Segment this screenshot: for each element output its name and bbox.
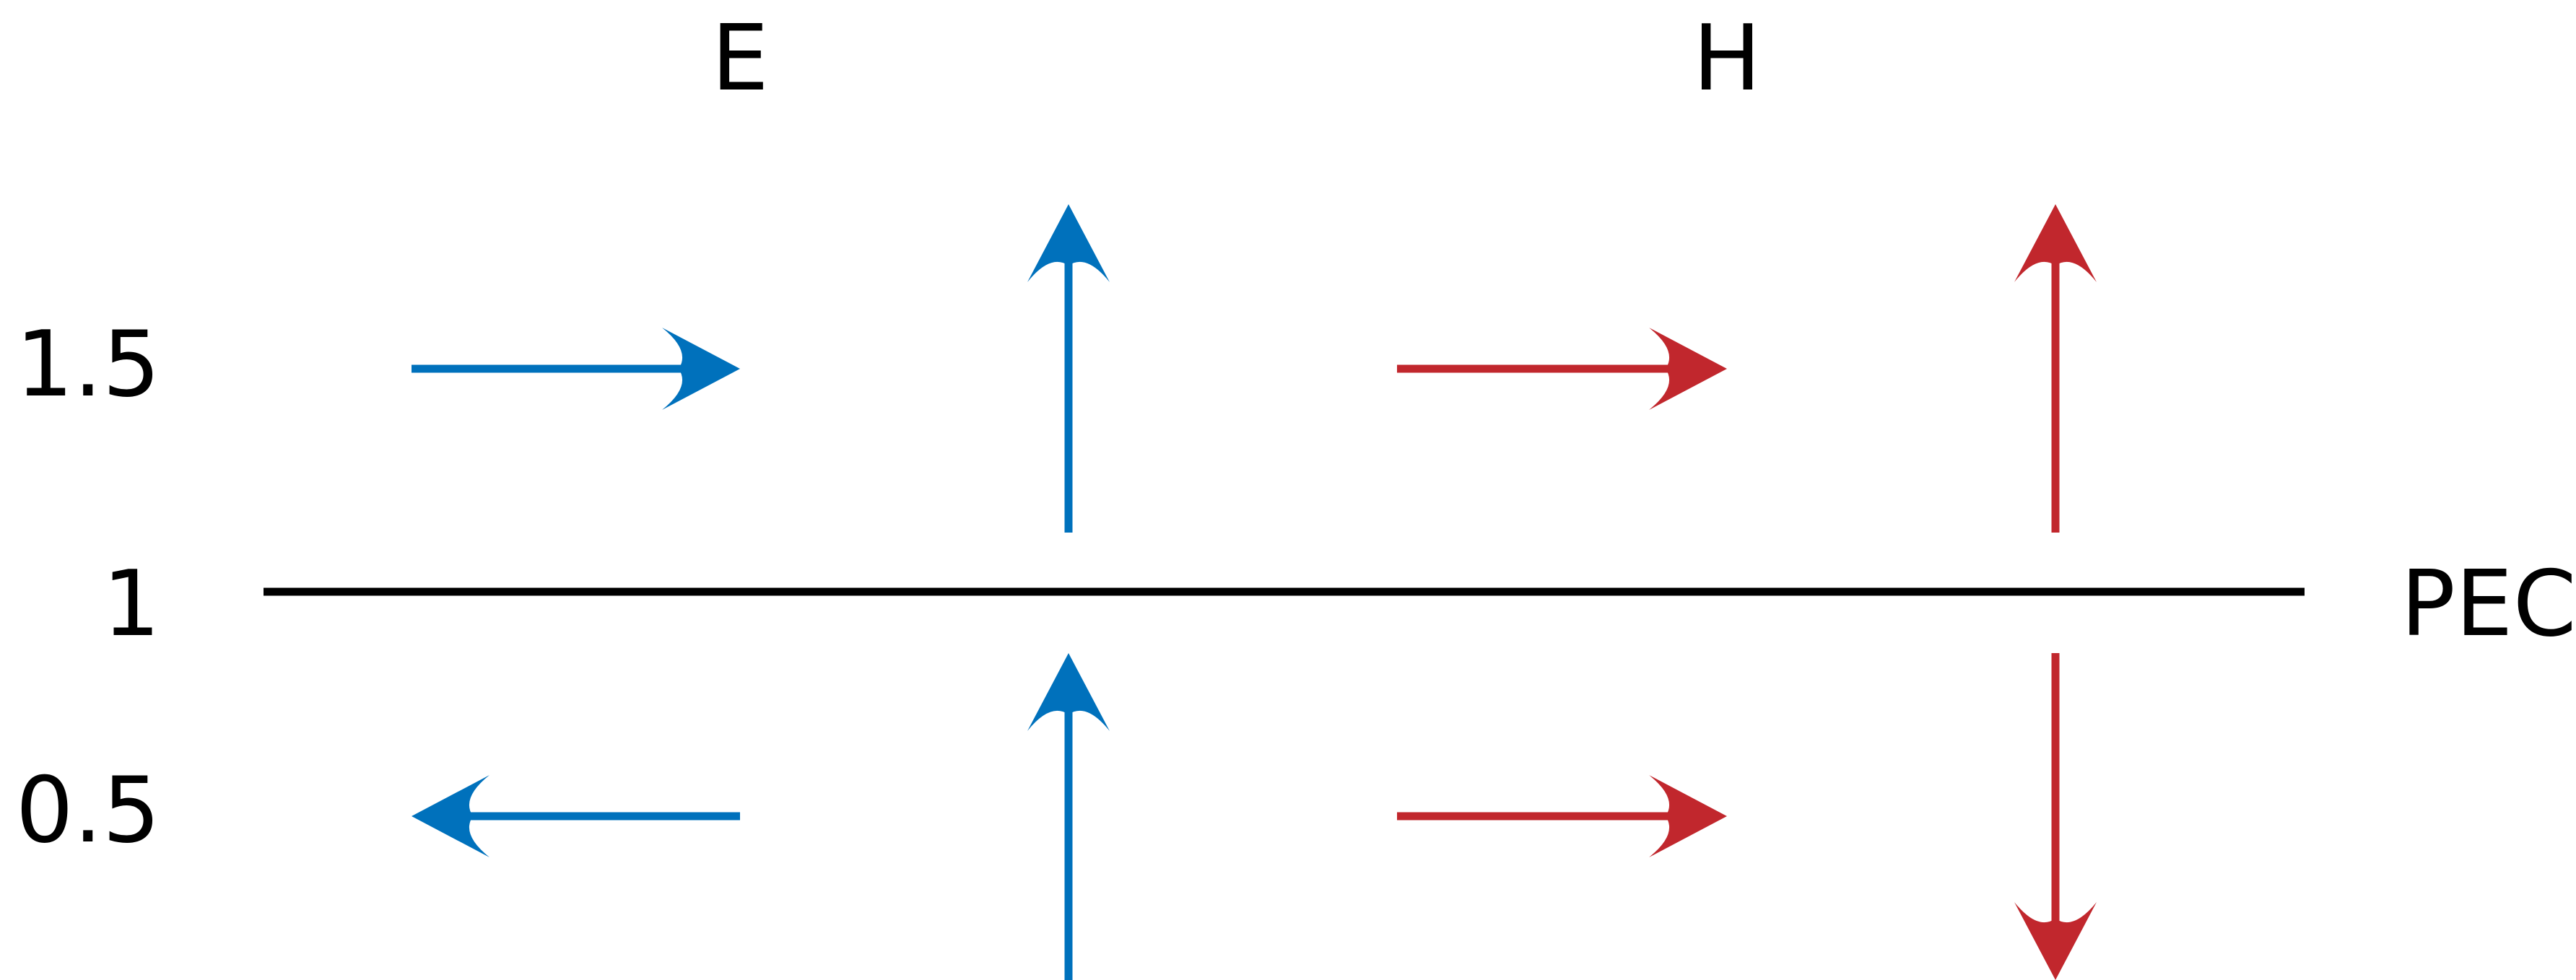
- e-lower-horizontal-arrow: [412, 775, 740, 857]
- e-upper-vertical-arrow: [1027, 204, 1110, 533]
- h-upper-vertical-arrow: [2014, 204, 2097, 533]
- h-lower-horizontal-arrow: [1397, 775, 1727, 857]
- e-field-arrows: [412, 204, 1110, 980]
- e-upper-horizontal-arrow: [412, 328, 740, 410]
- e-field-title: E: [711, 5, 769, 111]
- h-field-arrows: [1397, 204, 2097, 980]
- y-label-boundary: 1: [103, 551, 160, 657]
- y-label-lower: 0.5: [16, 757, 160, 863]
- h-lower-vertical-arrow: [2014, 653, 2097, 980]
- y-label-upper: 1.5: [16, 311, 160, 417]
- pec-label: PEC: [2401, 551, 2576, 657]
- e-lower-vertical-arrow: [1027, 653, 1110, 980]
- h-upper-horizontal-arrow: [1397, 328, 1727, 410]
- h-field-title: H: [1693, 5, 1762, 111]
